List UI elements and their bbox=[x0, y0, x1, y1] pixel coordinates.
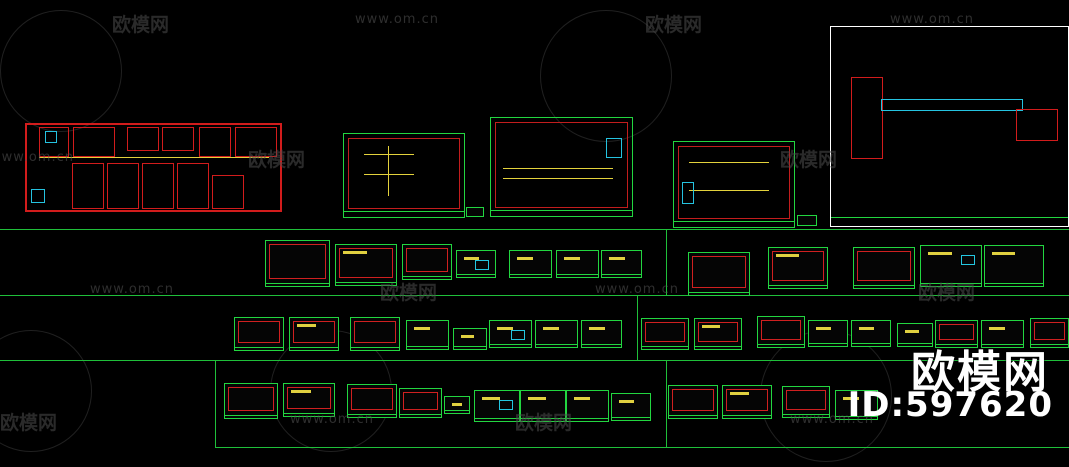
drawing-thumbnail[interactable] bbox=[897, 323, 933, 347]
plan-room bbox=[39, 127, 69, 157]
drawing-thumbnail[interactable] bbox=[768, 247, 828, 289]
drawing-thumbnail[interactable] bbox=[981, 320, 1024, 348]
drawing-sheet[interactable] bbox=[343, 133, 465, 218]
drawing-thumbnail[interactable] bbox=[224, 383, 278, 419]
watermark-brand: 欧模网 bbox=[248, 149, 306, 171]
drawing-thumbnail[interactable] bbox=[601, 250, 642, 278]
drawing-thumbnail[interactable] bbox=[466, 207, 484, 217]
plan-room bbox=[72, 163, 104, 209]
drawing-thumbnail[interactable] bbox=[399, 388, 442, 418]
watermark-circle bbox=[0, 10, 122, 132]
column-separator bbox=[637, 295, 638, 360]
brand-id-watermark: ID:597620 bbox=[847, 385, 1053, 425]
watermark-url: www.om.cn bbox=[890, 12, 974, 27]
row-separator bbox=[0, 229, 1069, 230]
drawing-thumbnail[interactable] bbox=[920, 245, 982, 287]
drawing-thumbnail[interactable] bbox=[535, 320, 578, 348]
plan-stair bbox=[45, 131, 57, 143]
column-separator bbox=[666, 360, 667, 448]
plan-dimension-line bbox=[39, 157, 269, 158]
row-separator bbox=[0, 295, 1069, 296]
row-separator bbox=[215, 447, 1069, 448]
drawing-sheet[interactable] bbox=[673, 141, 795, 228]
column-separator bbox=[666, 229, 667, 295]
drawing-sheet[interactable] bbox=[490, 117, 633, 217]
drawing-thumbnail[interactable] bbox=[453, 328, 487, 350]
drawing-thumbnail[interactable] bbox=[641, 318, 689, 350]
drawing-thumbnail[interactable] bbox=[757, 316, 805, 348]
plan-room bbox=[212, 175, 244, 209]
drawing-thumbnail[interactable] bbox=[265, 240, 330, 287]
plan-room bbox=[107, 163, 139, 209]
row-separator bbox=[0, 360, 1069, 361]
drawing-thumbnail[interactable] bbox=[853, 247, 915, 289]
watermark-brand: 欧模网 bbox=[645, 14, 703, 36]
drawing-thumbnail[interactable] bbox=[347, 384, 397, 418]
drawing-thumbnail[interactable] bbox=[489, 320, 532, 348]
brand-watermark-large: 欧模网 bbox=[911, 347, 1049, 398]
floor-plan-drawing[interactable] bbox=[25, 123, 282, 212]
drawing-thumbnail[interactable] bbox=[835, 390, 878, 420]
drawing-thumbnail[interactable] bbox=[474, 390, 520, 422]
column-separator bbox=[215, 360, 216, 448]
watermark-url: www.om.cn bbox=[355, 12, 439, 27]
drawing-thumbnail[interactable] bbox=[335, 244, 397, 286]
plan-room bbox=[162, 127, 194, 151]
drawing-thumbnail[interactable] bbox=[283, 383, 335, 417]
drawing-thumbnail[interactable] bbox=[289, 317, 339, 351]
drawing-thumbnail[interactable] bbox=[808, 320, 848, 347]
watermark-url: www.om.cn bbox=[790, 412, 874, 427]
drawing-thumbnail[interactable] bbox=[694, 318, 742, 350]
drawing-thumbnail[interactable] bbox=[581, 320, 622, 348]
watermark-brand: 欧模网 bbox=[515, 412, 573, 434]
plan-stair bbox=[31, 189, 45, 203]
drawing-thumbnail[interactable] bbox=[520, 390, 566, 422]
plan-room bbox=[177, 163, 209, 209]
watermark-brand: 欧模网 bbox=[780, 149, 838, 171]
watermark-brand: 欧模网 bbox=[380, 282, 438, 304]
drawing-thumbnail[interactable] bbox=[851, 320, 891, 347]
drawing-thumbnail[interactable] bbox=[350, 317, 400, 351]
watermark-brand: 欧模网 bbox=[918, 282, 976, 304]
drawing-thumbnail[interactable] bbox=[688, 252, 750, 296]
drawing-thumbnail[interactable] bbox=[611, 393, 651, 421]
watermark-url: www.om.cn bbox=[290, 412, 374, 427]
drawing-thumbnail[interactable] bbox=[668, 385, 718, 419]
drawing-thumbnail[interactable] bbox=[509, 250, 552, 278]
drawing-sheet-large[interactable] bbox=[830, 26, 1069, 227]
watermark-brand: 欧模网 bbox=[112, 14, 170, 36]
plan-room bbox=[142, 163, 174, 209]
drawing-thumbnail[interactable] bbox=[782, 386, 830, 418]
drawing-thumbnail[interactable] bbox=[566, 390, 609, 422]
watermark-brand: 欧模网 bbox=[0, 412, 58, 434]
drawing-thumbnail[interactable] bbox=[456, 250, 496, 278]
drawing-thumbnail[interactable] bbox=[935, 320, 978, 348]
plan-room bbox=[127, 127, 159, 151]
drawing-thumbnail[interactable] bbox=[402, 244, 452, 280]
drawing-thumbnail[interactable] bbox=[797, 215, 817, 226]
drawing-thumbnail[interactable] bbox=[722, 385, 772, 419]
drawing-thumbnail[interactable] bbox=[984, 245, 1044, 287]
drawing-thumbnail[interactable] bbox=[234, 317, 284, 351]
drawing-thumbnail[interactable] bbox=[444, 396, 470, 414]
watermark-url: www.om.cn bbox=[90, 282, 174, 297]
drawing-thumbnail[interactable] bbox=[406, 320, 449, 350]
watermark-url: www.om.cn bbox=[595, 282, 679, 297]
drawing-thumbnail[interactable] bbox=[556, 250, 599, 278]
plan-room bbox=[235, 127, 277, 157]
watermark-url: www.om.cn bbox=[0, 150, 74, 165]
plan-room bbox=[199, 127, 231, 157]
plan-room bbox=[73, 127, 115, 157]
